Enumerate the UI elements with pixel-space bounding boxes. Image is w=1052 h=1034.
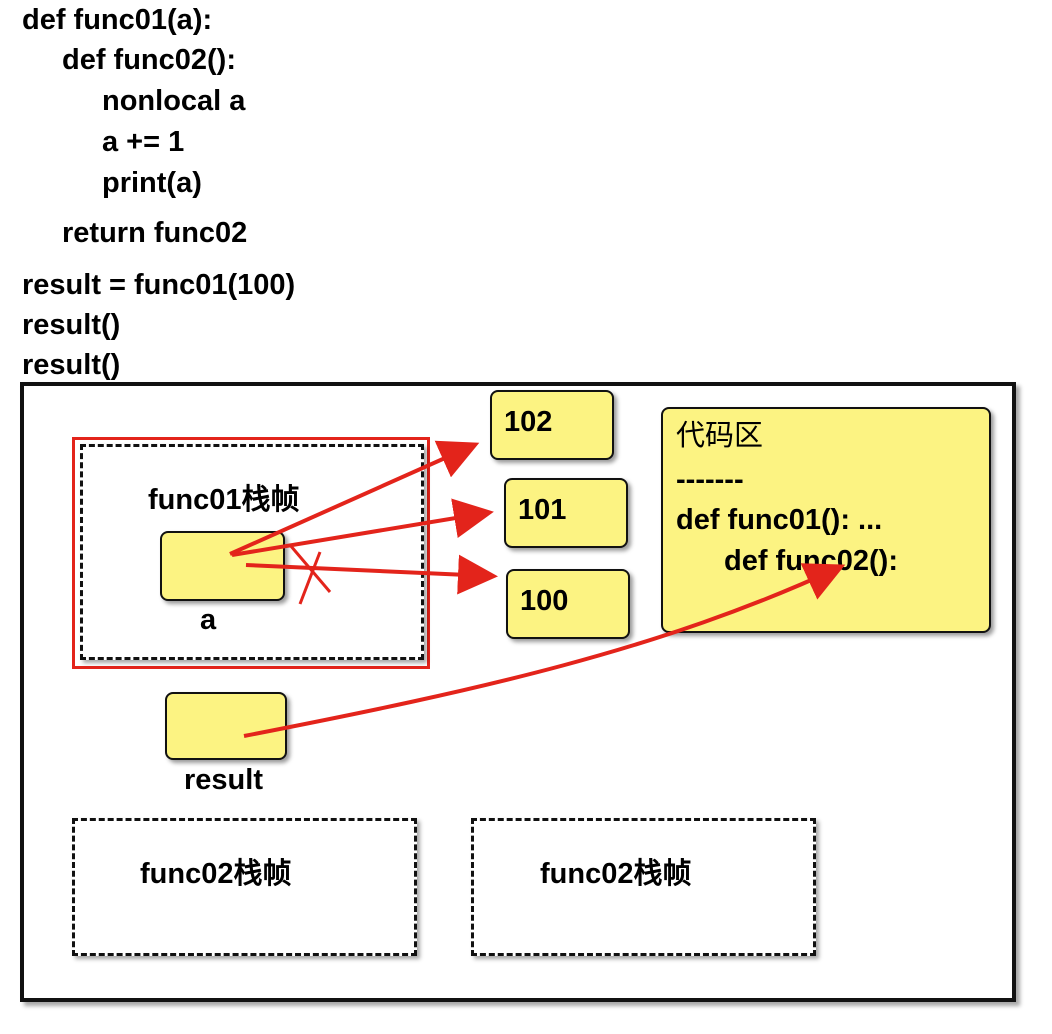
func02-frame-label-1: func02栈帧 bbox=[140, 858, 292, 890]
code-line-1: def func01(a): bbox=[22, 4, 213, 36]
code-line-6: return func02 bbox=[62, 217, 248, 249]
arrow-a-to-101 bbox=[231, 498, 494, 557]
code-line-3: nonlocal a bbox=[102, 85, 246, 117]
code-area-line-1: def func01(): ... bbox=[676, 504, 883, 536]
result-label: result bbox=[184, 764, 263, 796]
code-line-8: result() bbox=[22, 309, 121, 341]
code-line-2: def func02(): bbox=[62, 44, 236, 76]
var-a-label: a bbox=[200, 604, 217, 636]
value-box-100: 100 bbox=[506, 569, 630, 639]
arrow-a-to-100 bbox=[245, 554, 498, 595]
code-area-line-2: def func02(): bbox=[724, 545, 898, 577]
func01-stack-frame bbox=[80, 444, 424, 660]
arrow-a-to-102 bbox=[229, 440, 480, 556]
value-box-102: 102 bbox=[490, 390, 614, 460]
func02-stack-frame-2 bbox=[471, 818, 816, 956]
code-line-5: print(a) bbox=[102, 167, 202, 199]
cross-mark-icon bbox=[288, 544, 332, 605]
code-line-9: result() bbox=[22, 349, 121, 381]
func02-stack-frame-1 bbox=[72, 818, 417, 956]
code-line-7: result = func01(100) bbox=[22, 269, 296, 301]
value-102: 102 bbox=[504, 406, 553, 438]
func02-frame-label-2: func02栈帧 bbox=[540, 858, 692, 890]
code-line-4: a += 1 bbox=[102, 126, 185, 158]
value-100: 100 bbox=[520, 585, 569, 617]
func01-frame-label: func01栈帧 bbox=[148, 484, 300, 516]
arrow-result-to-func02 bbox=[243, 563, 846, 738]
func01-frame-highlight bbox=[72, 437, 430, 669]
code-area-separator: ------- bbox=[676, 464, 744, 496]
code-area-title: 代码区 bbox=[676, 420, 764, 452]
memory-diagram-frame bbox=[20, 382, 1016, 1002]
value-box-101: 101 bbox=[504, 478, 628, 548]
value-101: 101 bbox=[518, 494, 567, 526]
